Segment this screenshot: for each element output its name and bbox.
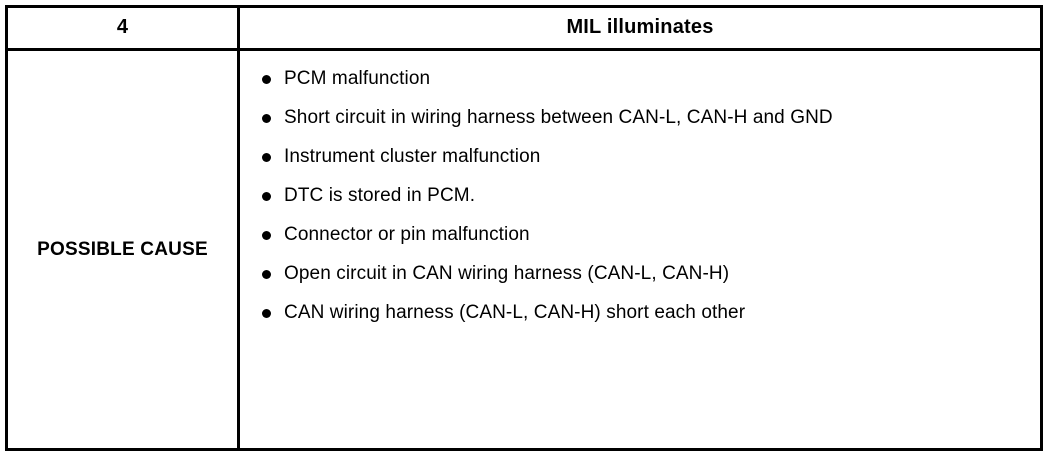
possible-cause-table: 4 MIL illuminates POSSIBLE CAUSE PCM mal… xyxy=(5,5,1043,451)
filled-circle-bullet-icon xyxy=(262,114,271,123)
cause-text: Instrument cluster malfunction xyxy=(284,146,541,167)
list-item: Short circuit in wiring harness between … xyxy=(240,104,1040,132)
filled-circle-bullet-icon xyxy=(262,270,271,279)
possible-cause-list: PCM malfunction Short circuit in wiring … xyxy=(240,51,1040,337)
possible-cause-label-cell: POSSIBLE CAUSE xyxy=(5,48,240,451)
cause-text: Open circuit in CAN wiring harness (CAN-… xyxy=(284,263,730,284)
table-header-row: 4 MIL illuminates xyxy=(5,5,1043,51)
list-item: Connector or pin malfunction xyxy=(240,221,1040,249)
filled-circle-bullet-icon xyxy=(262,153,271,162)
cause-text: DTC is stored in PCM. xyxy=(284,185,476,206)
filled-circle-bullet-icon xyxy=(262,309,271,318)
list-item: Instrument cluster malfunction xyxy=(240,143,1040,171)
possible-cause-row: POSSIBLE CAUSE PCM malfunction Short cir… xyxy=(5,48,1043,451)
list-item: CAN wiring harness (CAN-L, CAN-H) short … xyxy=(240,299,1040,327)
cause-text: Connector or pin malfunction xyxy=(284,224,530,245)
step-number-cell: 4 xyxy=(5,5,240,51)
list-item: Open circuit in CAN wiring harness (CAN-… xyxy=(240,260,1040,288)
filled-circle-bullet-icon xyxy=(262,192,271,201)
possible-cause-list-cell: PCM malfunction Short circuit in wiring … xyxy=(237,48,1043,451)
list-item: DTC is stored in PCM. xyxy=(240,182,1040,210)
cause-text: PCM malfunction xyxy=(284,68,431,89)
cause-text: CAN wiring harness (CAN-L, CAN-H) short … xyxy=(284,302,746,323)
condition-header-cell: MIL illuminates xyxy=(237,5,1043,51)
cause-text: Short circuit in wiring harness between … xyxy=(284,107,833,128)
filled-circle-bullet-icon xyxy=(262,231,271,240)
list-item: PCM malfunction xyxy=(240,65,1040,93)
filled-circle-bullet-icon xyxy=(262,75,271,84)
